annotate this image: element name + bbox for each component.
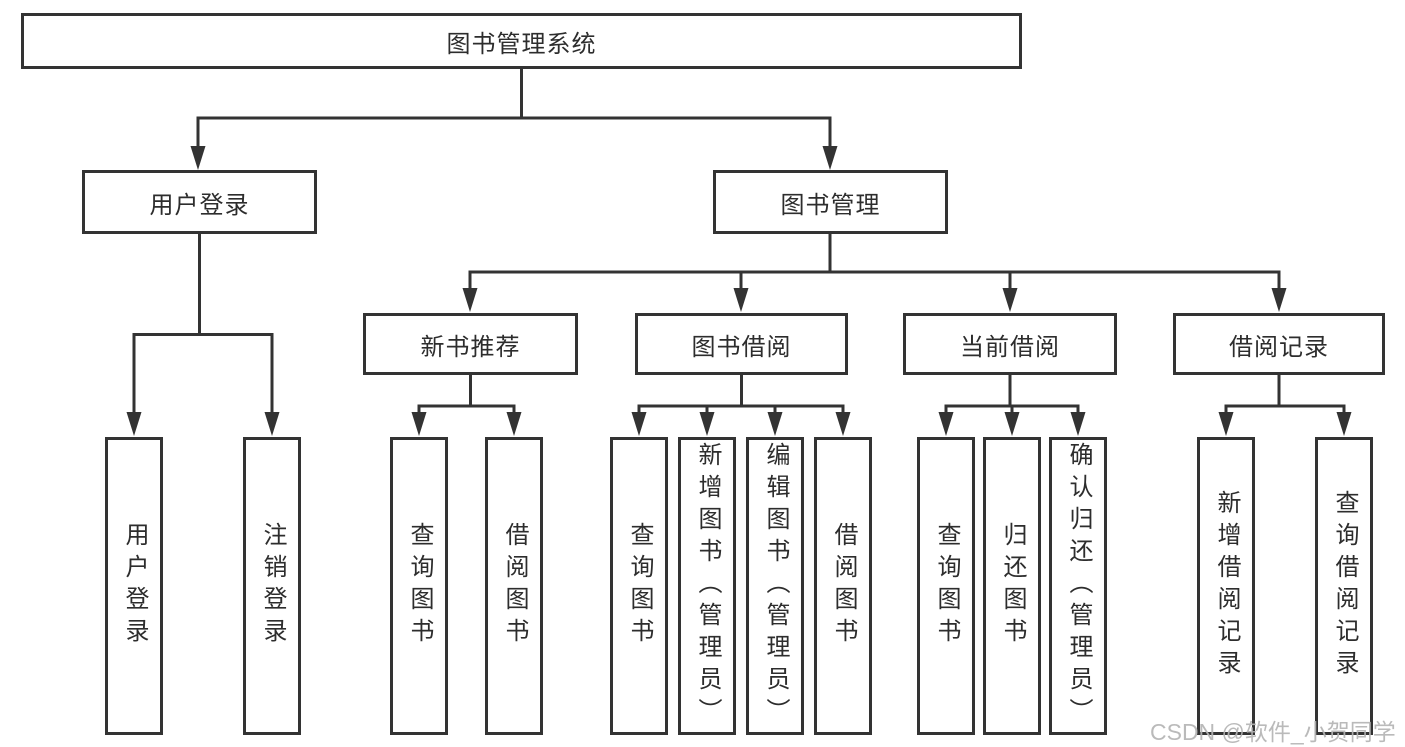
leaf-add-borrow-record: 新增借阅记录 — [1197, 437, 1255, 735]
node-label: 用户登录 — [149, 191, 250, 219]
leaf-label: 归还图书 — [999, 522, 1026, 650]
leaf-label: 注销登录 — [259, 522, 286, 650]
leaf-label: 借阅图书 — [501, 522, 528, 650]
node-label: 新书推荐 — [420, 333, 521, 361]
leaf-borrow-books-recommend: 借阅图书 — [485, 437, 543, 735]
leaf-label: 借阅图书 — [830, 522, 857, 650]
node-label: 图书管理系统 — [446, 30, 597, 58]
leaf-borrow-books: 借阅图书 — [814, 437, 872, 735]
leaf-search-books-recommend: 查询图书 — [390, 437, 448, 735]
leaf-label: 用户登录 — [121, 522, 148, 650]
node-user-login: 用户登录 — [82, 170, 317, 234]
leaf-label: 查询图书 — [406, 522, 433, 650]
leaf-user-login: 用户登录 — [105, 437, 163, 735]
leaf-logout: 注销登录 — [243, 437, 301, 735]
leaf-add-book-admin: 新增图书（管理员） — [678, 437, 736, 735]
node-label: 借阅记录 — [1229, 333, 1329, 361]
leaf-search-books-current: 查询图书 — [917, 437, 975, 735]
leaf-label: 确认归还（管理员） — [1065, 442, 1092, 730]
node-book-borrowing: 图书借阅 — [635, 313, 848, 375]
leaf-label: 查询图书 — [626, 522, 653, 650]
leaf-label: 新增借阅记录 — [1213, 490, 1240, 682]
node-book-management: 图书管理 — [713, 170, 948, 234]
leaf-search-borrow-record: 查询借阅记录 — [1315, 437, 1373, 735]
leaf-label: 查询图书 — [933, 522, 960, 650]
node-current-borrowing: 当前借阅 — [903, 313, 1117, 375]
csdn-watermark: CSDN @软件_小贺同学 — [1150, 719, 1396, 745]
leaf-label: 查询借阅记录 — [1331, 490, 1358, 682]
leaf-search-books-borrowing: 查询图书 — [610, 437, 668, 735]
node-label: 图书借阅 — [691, 333, 792, 361]
node-library-management-system: 图书管理系统 — [21, 13, 1022, 69]
node-label: 当前借阅 — [960, 333, 1060, 361]
node-borrowing-records: 借阅记录 — [1173, 313, 1385, 375]
node-label: 图书管理 — [780, 191, 881, 219]
leaf-label: 编辑图书（管理员） — [762, 442, 789, 730]
leaf-edit-book-admin: 编辑图书（管理员） — [746, 437, 804, 735]
leaf-confirm-return-admin: 确认归还（管理员） — [1049, 437, 1107, 735]
leaf-label: 新增图书（管理员） — [694, 442, 721, 730]
node-new-book-recommendation: 新书推荐 — [363, 313, 578, 375]
leaf-return-books: 归还图书 — [983, 437, 1041, 735]
